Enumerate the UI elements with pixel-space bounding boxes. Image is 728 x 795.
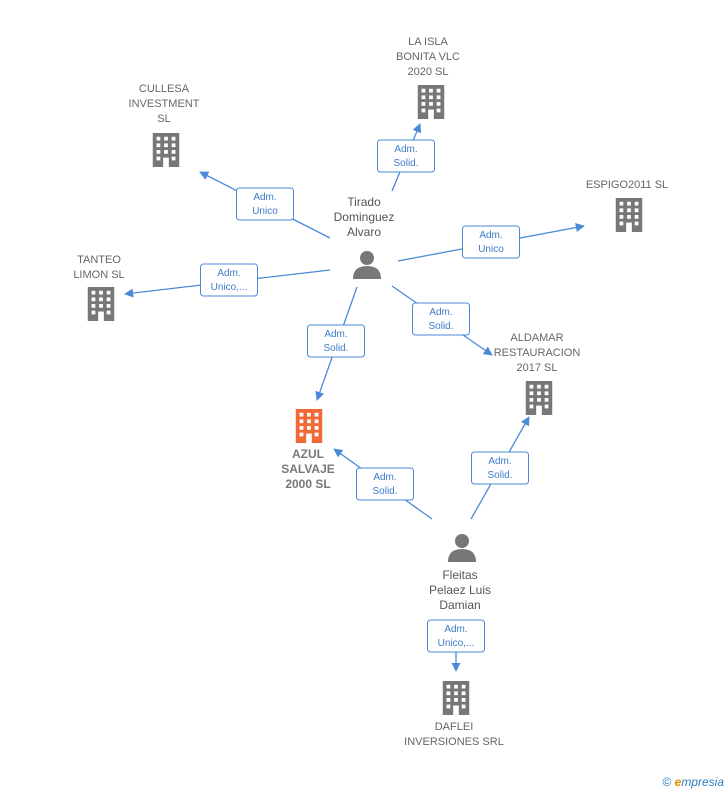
edge-label-text: Solid. — [323, 343, 348, 354]
building-icon — [442, 681, 470, 715]
edge-label-text: Adm. — [253, 192, 276, 203]
relation-edge: Adm. Unico — [199, 171, 331, 239]
person-icon — [353, 251, 381, 279]
node-label-line: RESTAURACION — [494, 347, 581, 359]
building-icon — [87, 287, 115, 321]
edge-label-text: Unico — [252, 206, 278, 217]
node-label-line: SALVAJE — [281, 462, 335, 476]
company-node-aldamar[interactable]: ALDAMAR RESTAURACION 2017 SL — [494, 332, 581, 415]
company-node-daflei[interactable]: DAFLEI INVERSIONES SRL — [404, 681, 504, 748]
relation-edge: Adm. Unico — [397, 223, 585, 262]
edge-label-text: Adm. — [479, 230, 502, 241]
node-label-line: INVESTMENT — [129, 98, 200, 110]
brand-footer: © empresia — [662, 775, 724, 789]
edge-label-text: Adm. — [217, 268, 240, 279]
building-icon — [417, 85, 445, 119]
node-label-line: Alvaro — [347, 225, 381, 239]
relation-edge: Adm. Solid. — [307, 286, 365, 401]
edge-label-text: Unico — [478, 244, 504, 255]
relation-edge: Adm. Solid. — [333, 448, 433, 520]
node-label-line: LIMON SL — [73, 269, 124, 281]
edge-label-text: Adm. — [394, 144, 417, 155]
edge-label-text: Adm. — [444, 624, 467, 635]
company-node-tanteo[interactable]: TANTEO LIMON SL — [73, 254, 125, 321]
edge-label-text: Solid. — [372, 486, 397, 497]
node-label-line: ALDAMAR — [510, 332, 563, 344]
edge-label-text: Unico,... — [438, 638, 475, 649]
brand-logo-e: e — [674, 775, 682, 789]
node-label-line: TANTEO — [77, 254, 121, 266]
copyright-icon: © — [662, 775, 672, 789]
edge-label-text: Adm. — [373, 472, 396, 483]
edge-label-text: Solid. — [428, 321, 453, 332]
node-label-line: INVERSIONES SRL — [404, 736, 504, 748]
node-label-line: Damian — [439, 598, 480, 612]
node-label-line: ESPIGO2011 SL — [586, 179, 668, 191]
building-icon — [295, 409, 323, 443]
brand-name: mpresia — [681, 775, 724, 789]
node-label-line: DAFLEI — [435, 721, 474, 733]
edge-label-text: Solid. — [487, 470, 512, 481]
node-label-line: Tirado — [347, 195, 381, 209]
edge-label-text: Solid. — [393, 158, 418, 169]
edge-label-text: Unico,... — [211, 282, 248, 293]
person-icon — [448, 534, 476, 562]
node-label-line: AZUL — [292, 447, 324, 461]
node-label-line: Dominguez — [334, 210, 395, 224]
edge-label-box[interactable] — [377, 139, 435, 173]
node-label-line: SL — [157, 113, 170, 125]
node-label-line: Pelaez Luis — [429, 583, 491, 597]
node-label-line: 2017 SL — [517, 362, 558, 374]
edge-label-box[interactable] — [356, 467, 414, 501]
edge-label-box[interactable] — [236, 187, 294, 221]
node-label-line: CULLESA — [139, 83, 190, 95]
node-label-line: Fleitas — [442, 568, 477, 582]
relation-edge: Adm. Solid. — [377, 123, 435, 192]
edge-label-box[interactable] — [471, 451, 529, 485]
building-icon — [525, 381, 553, 415]
relation-edge: Adm. Solid. — [470, 416, 530, 520]
node-label-line: LA ISLA — [408, 36, 448, 48]
building-icon — [152, 133, 180, 167]
edge-label-text: Adm. — [488, 456, 511, 467]
node-label-line: 2020 SL — [408, 66, 449, 78]
company-node-espigo[interactable]: ESPIGO2011 SL — [586, 179, 668, 232]
edge-label-box[interactable] — [200, 263, 258, 297]
node-label-line: BONITA VLC — [396, 51, 460, 63]
edge-label-box[interactable] — [307, 324, 365, 358]
relation-edge: Adm. Solid. — [391, 285, 493, 356]
edge-label-text: Adm. — [429, 307, 452, 318]
edge-label-text: Adm. — [324, 329, 347, 340]
edge-label-box[interactable] — [412, 302, 470, 336]
edge-label-box[interactable] — [462, 225, 520, 259]
building-icon — [615, 198, 643, 232]
edge-label-box[interactable] — [427, 619, 485, 653]
company-node-laisla[interactable]: LA ISLA BONITA VLC 2020 SL — [396, 36, 460, 119]
company-node-cullesa[interactable]: CULLESA INVESTMENT SL — [129, 83, 200, 167]
relation-edge: Adm. Unico,... — [124, 263, 331, 298]
node-label-line: 2000 SL — [285, 477, 330, 491]
relation-edge: Adm. Unico,... — [427, 619, 485, 672]
